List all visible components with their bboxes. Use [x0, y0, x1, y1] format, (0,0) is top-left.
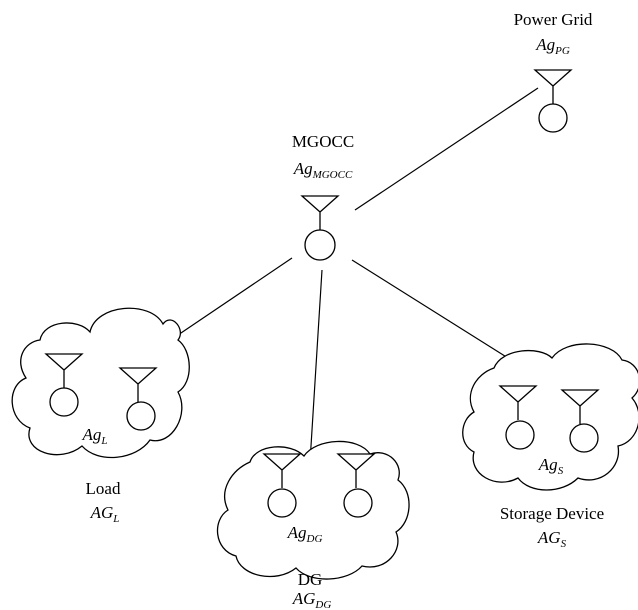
storage-inner-agent-label: AgS [538, 455, 564, 477]
edge-mgocc-storage [351, 259, 509, 359]
mgocc-name: MGOCC [292, 132, 354, 151]
storage-agent-circle-1 [505, 420, 535, 450]
dg-cloud-shape [216, 440, 410, 580]
mgocc-agent-circle [304, 229, 336, 261]
load-antenna-icon-2 [118, 367, 158, 402]
load-agent-circle-1 [49, 387, 79, 417]
power-grid-name: Power Grid [514, 10, 593, 29]
power-grid-node: Power Grid AgPG [514, 10, 593, 133]
mgocc-antenna-icon [300, 195, 340, 230]
edge-mgocc-dg [309, 269, 323, 463]
dg-group-agent-label: AGDG [292, 589, 332, 610]
dg-antenna-icon-2 [336, 453, 376, 488]
dg-name: DG [298, 570, 323, 589]
dg-agent-circle-1 [267, 488, 297, 518]
power-grid-agent-circle [538, 103, 568, 133]
dg-agent-circle-2 [343, 488, 373, 518]
dg-cloud-group: AgDG DG AGDG [216, 440, 410, 610]
load-antenna-icon-1 [44, 353, 84, 388]
load-agent-circle-2 [126, 401, 156, 431]
dg-inner-agent-label: AgDG [287, 523, 323, 545]
storage-antenna-icon-2 [560, 389, 600, 424]
storage-agent-circle-2 [569, 423, 599, 453]
load-inner-agent-label: AgL [81, 425, 107, 447]
storage-group-agent-label: AGS [537, 528, 567, 550]
mgocc-agent-label: AgMGOCC [293, 159, 353, 181]
load-group-agent-label: AGL [90, 503, 120, 525]
mgocc-node: MGOCC AgMGOCC [292, 132, 354, 261]
edge-mgocc-load [177, 257, 293, 336]
storage-antenna-icon-1 [498, 385, 538, 420]
dg-antenna-icon-1 [262, 453, 302, 488]
edge-mgocc-power-grid [354, 87, 539, 211]
load-cloud-group: AgL Load AGL [11, 307, 190, 525]
power-grid-antenna-icon [533, 69, 573, 104]
storage-cloud-shape [462, 343, 638, 491]
load-name: Load [86, 479, 121, 498]
storage-cloud-group: AgS Storage Device AGS [462, 343, 638, 550]
power-grid-agent-label: AgPG [535, 35, 570, 57]
storage-name: Storage Device [500, 504, 604, 523]
